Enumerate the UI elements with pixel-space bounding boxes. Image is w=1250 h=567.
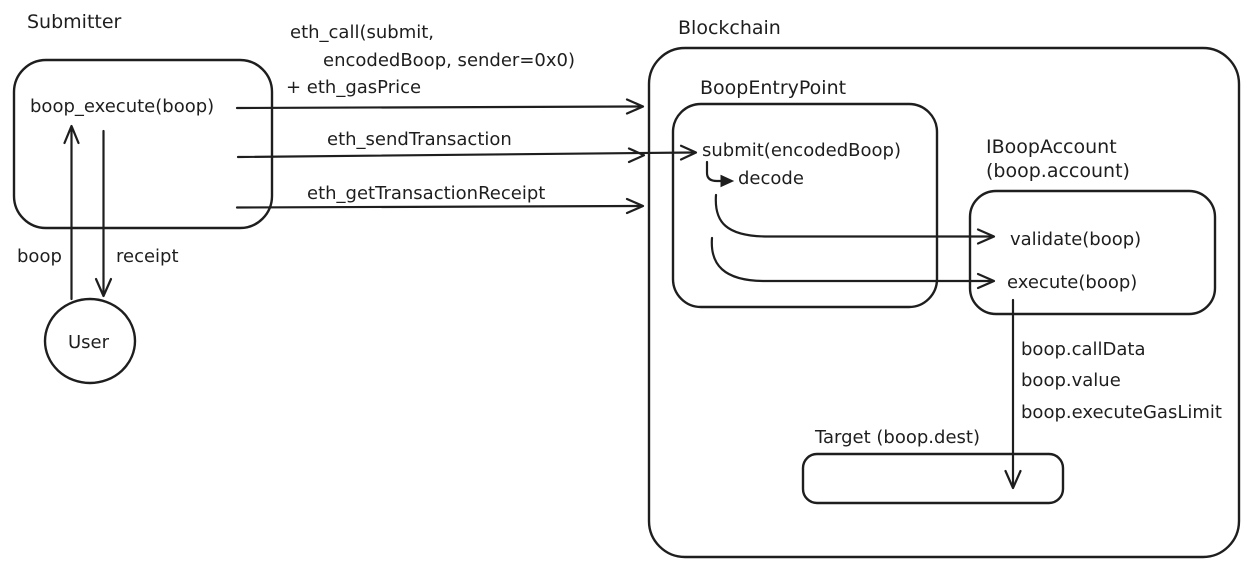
validate-label: validate(boop) [1010, 229, 1141, 250]
submitter-method-label: boop_execute(boop) [30, 96, 214, 117]
execute-arrow [710, 236, 996, 290]
target-call-arrow [1004, 298, 1022, 490]
user-label: User [68, 332, 110, 353]
blockchain-box [647, 46, 1241, 559]
submitter-title: Submitter [27, 11, 122, 33]
eth-get-transaction-receipt-label: eth_getTransactionReceipt [307, 183, 545, 204]
target-box [801, 452, 1065, 505]
eth-call-label-line2: encodedBoop, sender=0x0) [323, 50, 575, 71]
eth-get-transaction-receipt-arrow [235, 197, 645, 215]
call-field-gaslimit: boop.executeGasLimit [1021, 402, 1222, 423]
submit-label: submit(encodedBoop) [702, 140, 901, 161]
eth-send-transaction-arrow [236, 144, 698, 164]
call-field-value: boop.value [1021, 370, 1121, 391]
receipt-edge-label: receipt [116, 246, 179, 267]
execute-label: execute(boop) [1007, 272, 1137, 293]
account-box [968, 189, 1217, 316]
boop-arrow [63, 124, 80, 301]
target-title: Target (boop.dest) [814, 427, 980, 448]
submitter-box [12, 58, 274, 230]
entrypoint-title: BoopEntryPoint [700, 77, 846, 99]
eth-call-label-line1: eth_call(submit, [290, 22, 434, 43]
user-circle [43, 297, 137, 385]
eth-send-transaction-label: eth_sendTransaction [327, 129, 512, 150]
decode-arrow [705, 160, 735, 188]
decode-label: decode [738, 168, 804, 189]
account-title: IBoopAccount [986, 136, 1117, 158]
eth-call-arrow [235, 98, 645, 115]
blockchain-title: Blockchain [678, 17, 781, 39]
entrypoint-box [671, 102, 939, 309]
account-subtitle: (boop.account) [986, 160, 1130, 182]
boop-edge-label: boop [17, 246, 62, 267]
receipt-arrow [94, 129, 113, 298]
validate-arrow [714, 193, 996, 245]
eth-call-label-line3: + eth_gasPrice [286, 77, 421, 98]
call-field-calldata: boop.callData [1021, 339, 1146, 360]
